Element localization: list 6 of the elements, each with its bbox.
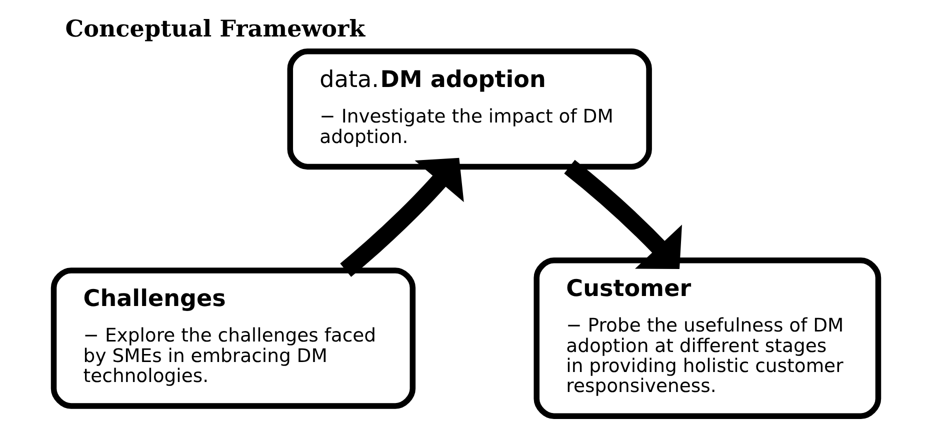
arrow (340, 158, 464, 277)
arrow (564, 160, 682, 270)
node-box: data.DM adoption − Investigate the impact of DM adoption. (287, 48, 652, 170)
node-box: Customer − Probe the usefulness of DM adoption at different stages in providing holistic customer responsiveness. (534, 258, 882, 419)
diagram-title: Conceptual Framework (65, 16, 366, 43)
node-box: Challenges − Explore the challenges faced by SMEs in embracing DM technologies. (50, 268, 416, 409)
